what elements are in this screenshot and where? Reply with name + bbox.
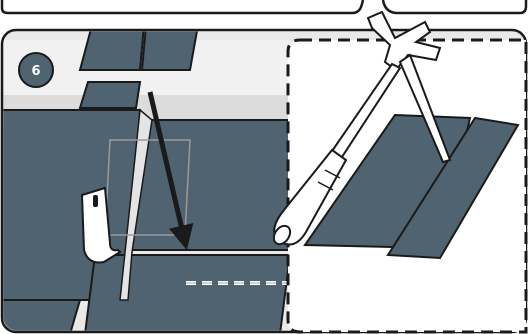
roof-tile	[0, 300, 80, 334]
step-number: 6	[31, 64, 40, 79]
detail-callout	[271, 12, 526, 332]
roof-tile-new	[80, 14, 145, 70]
roof-tile	[85, 255, 290, 334]
previous-step-frames	[2, 0, 526, 13]
roof-tile-new	[142, 14, 200, 70]
roof-tile-new	[80, 82, 140, 108]
step-badge: 6	[19, 53, 53, 87]
